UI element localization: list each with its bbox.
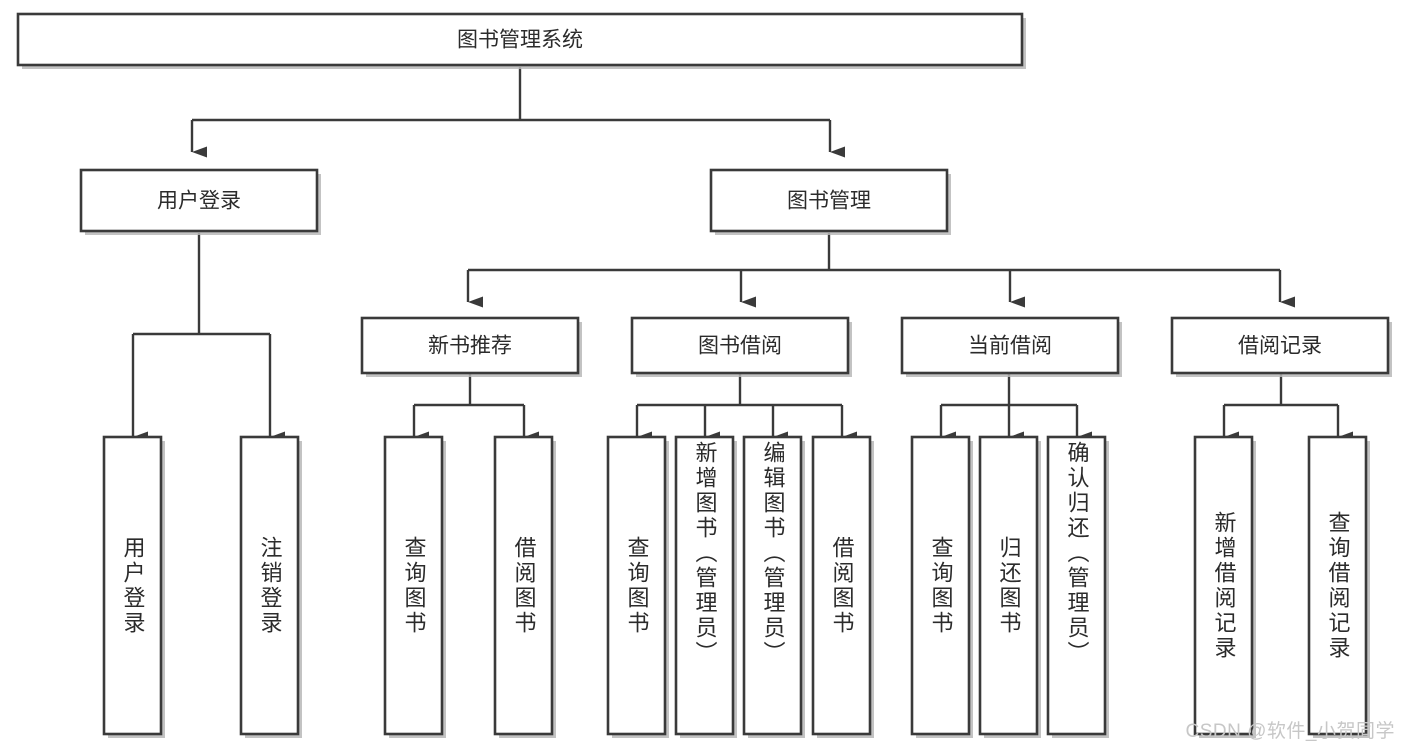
- label-root: 图书管理系统: [457, 29, 583, 52]
- node-layer: [16, 12, 1390, 736]
- node-leaf-query-book-3[interactable]: [910, 435, 971, 736]
- node-leaf-borrow-book-1[interactable]: [493, 435, 554, 736]
- label-user-login: 用户登录: [157, 190, 241, 213]
- node-leaf-query-book-2[interactable]: [606, 435, 667, 736]
- connector-layer: [131, 67, 1353, 443]
- node-leaf-logout-login[interactable]: [239, 435, 300, 736]
- label-layer: 图书管理系统 用户登录 图书管理 新书推荐 图书借阅 当前借阅 借阅记录: [157, 29, 1322, 358]
- node-leaf-query-book-1[interactable]: [383, 435, 444, 736]
- node-leaf-user-login[interactable]: [102, 435, 163, 736]
- label-book-borrow: 图书借阅: [698, 335, 782, 358]
- node-leaf-add-record[interactable]: [1193, 435, 1254, 736]
- node-user-login[interactable]: [79, 168, 319, 233]
- node-leaf-return-book[interactable]: [978, 435, 1039, 736]
- node-current-borrow[interactable]: [900, 316, 1120, 375]
- label-borrow-record: 借阅记录: [1238, 335, 1322, 358]
- node-borrow-record[interactable]: [1170, 316, 1390, 375]
- label-current-borrow: 当前借阅: [968, 335, 1052, 358]
- node-book-management[interactable]: [709, 168, 949, 233]
- node-leaf-borrow-book-2[interactable]: [811, 435, 872, 736]
- label-book-management: 图书管理: [787, 190, 871, 213]
- node-leaf-add-book[interactable]: [674, 435, 735, 736]
- node-root[interactable]: [16, 12, 1024, 67]
- node-leaf-confirm-return[interactable]: [1046, 435, 1107, 736]
- node-leaf-edit-book[interactable]: [742, 435, 803, 736]
- node-new-book-recommend[interactable]: [360, 316, 580, 375]
- watermark-text: CSDN @软件_小贺同学: [1185, 721, 1395, 742]
- node-book-borrow[interactable]: [630, 316, 850, 375]
- label-new-book-recommend: 新书推荐: [428, 335, 512, 358]
- node-leaf-query-record[interactable]: [1307, 435, 1368, 736]
